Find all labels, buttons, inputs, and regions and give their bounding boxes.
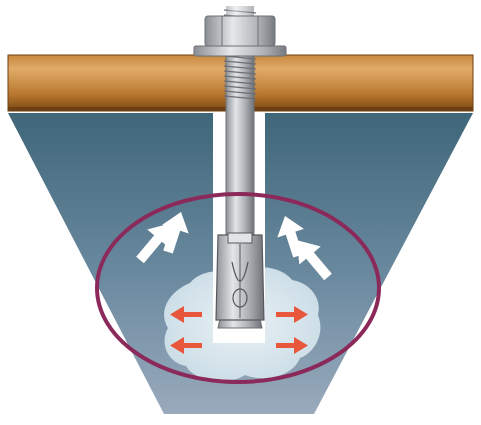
lateral-arrow-left-2 — [170, 337, 202, 354]
washer — [193, 45, 287, 57]
outward-arrow-2 — [162, 212, 189, 254]
lateral-arrow-right-2 — [276, 337, 308, 354]
outward-arrow-1 — [136, 223, 171, 264]
outward-arrow-4 — [297, 240, 332, 281]
lateral-arrow-right-1 — [276, 306, 308, 323]
outward-force-arrows — [136, 212, 332, 281]
lateral-force-arrows — [170, 306, 308, 354]
hex-nut — [204, 15, 276, 47]
lateral-arrow-left-1 — [170, 306, 202, 323]
expansion-clip — [215, 232, 265, 321]
stress-zone-ellipse — [95, 192, 381, 384]
